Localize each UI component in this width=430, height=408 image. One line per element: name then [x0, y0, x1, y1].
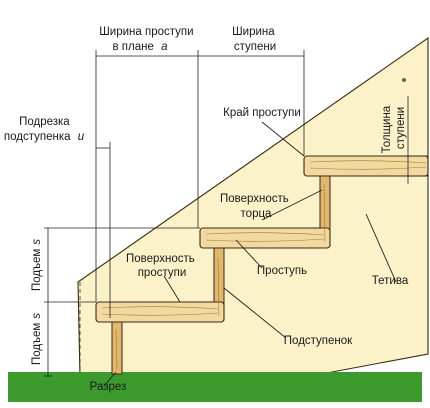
rise-dimension [44, 227, 200, 377]
ground [8, 372, 422, 402]
tread-middle [199, 227, 331, 249]
end-surface-label: Поверхность торца [220, 193, 292, 220]
leaders [103, 121, 397, 387]
step-thickness-label: Толщина ступени [381, 103, 407, 154]
tread-label: Проступь [257, 265, 307, 277]
riser-undercut-label: Подрезка подступенка u [4, 116, 85, 143]
tread-surface-label: Поверхность проступи [126, 253, 198, 279]
wood-grain [101, 160, 427, 371]
rise-label-upper: Подъемs [31, 239, 43, 291]
tread-upper [303, 155, 429, 177]
tread-lower [95, 301, 225, 323]
stringer-label: Тетива [372, 275, 409, 287]
step-width-label: Ширина ступени [232, 26, 278, 53]
riser-undercut-dimension [96, 142, 111, 318]
step-width-dimension [198, 50, 305, 156]
step-thickness-dimension [402, 78, 428, 184]
rise-label-lower: Подъемs [31, 313, 43, 365]
section-label: Разрез [90, 381, 127, 393]
tread-width-label: Ширина проступи в плане a [99, 26, 197, 53]
riser-label: Подступенок [284, 335, 353, 347]
tread-width-dimension [95, 50, 199, 302]
tread-edge-label: Край проступи [223, 107, 301, 119]
